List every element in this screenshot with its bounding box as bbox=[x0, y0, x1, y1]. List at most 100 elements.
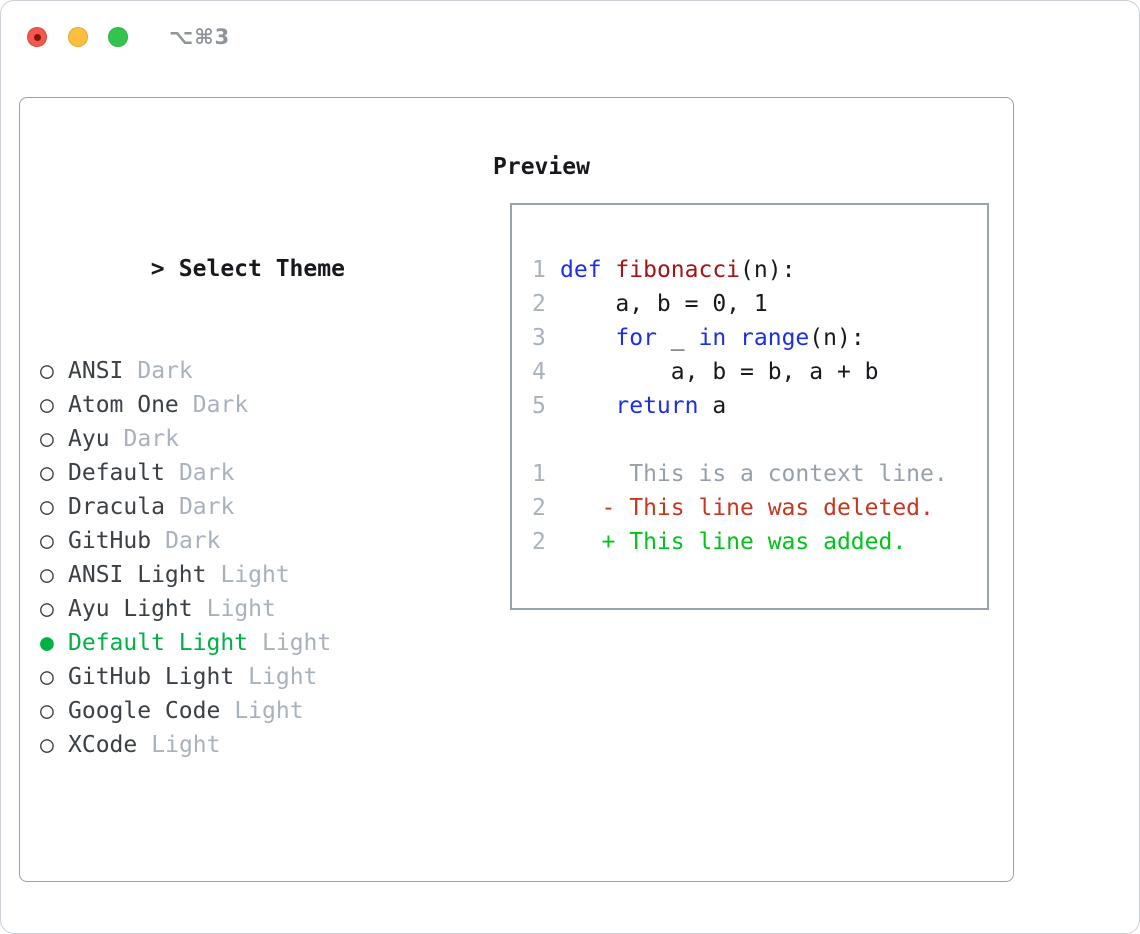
code-line: 2 a, b = 0, 1 bbox=[532, 287, 987, 321]
close-dot-icon bbox=[33, 33, 41, 41]
code-token bbox=[560, 393, 615, 419]
theme-variant-tag: Light bbox=[220, 562, 290, 588]
code-line: 3 for _ in range(n): bbox=[532, 321, 987, 355]
theme-name: ANSI Light bbox=[68, 562, 207, 588]
theme-option-default-light[interactable]: ● Default Light Light bbox=[40, 626, 428, 660]
theme-name: Ayu bbox=[68, 426, 110, 452]
theme-variant-tag: Light bbox=[234, 698, 304, 724]
radio-icon: ○ bbox=[40, 562, 54, 588]
theme-variant-tag: Dark bbox=[192, 392, 249, 418]
theme-name: ANSI bbox=[68, 358, 124, 384]
spacer bbox=[40, 864, 428, 898]
line-number: 3 bbox=[532, 325, 546, 351]
theme-variant-tag: Light bbox=[151, 732, 221, 758]
code-token: fibonacci bbox=[615, 257, 741, 283]
radio-icon: ○ bbox=[40, 494, 54, 520]
diff-line-added: 2 + This line was added. bbox=[532, 525, 987, 559]
line-number: 4 bbox=[532, 359, 546, 385]
theme-name: Ayu Light bbox=[68, 596, 193, 622]
code-token: range bbox=[740, 325, 810, 351]
radio-icon: ○ bbox=[40, 392, 54, 418]
theme-variant-tag: Light bbox=[248, 664, 318, 690]
code-token: (n): bbox=[809, 325, 865, 351]
theme-option-dracula[interactable]: ○ Dracula Dark bbox=[40, 490, 428, 524]
code-token: in bbox=[698, 325, 727, 351]
theme-name: Default Light bbox=[68, 630, 249, 656]
theme-option-atom-one[interactable]: ○ Atom One Dark bbox=[40, 388, 428, 422]
code-token bbox=[726, 325, 740, 351]
theme-name: GitHub bbox=[68, 528, 152, 554]
code-token: for bbox=[615, 325, 657, 351]
minimize-button[interactable] bbox=[68, 27, 88, 47]
close-button[interactable] bbox=[27, 27, 47, 47]
radio-icon: ○ bbox=[40, 460, 54, 486]
theme-option-github[interactable]: ○ GitHub Dark bbox=[40, 524, 428, 558]
diff-line-deleted: 2 - This line was deleted. bbox=[532, 491, 987, 525]
theme-option-default[interactable]: ○ Default Dark bbox=[40, 456, 428, 490]
title-bar: ⌥⌘3 bbox=[1, 1, 1139, 71]
preview-title: Preview bbox=[493, 154, 590, 180]
code-token: a, b = b, a + b bbox=[560, 359, 879, 385]
radio-selected-icon: ● bbox=[40, 630, 54, 656]
line-number: 2 bbox=[532, 529, 546, 555]
theme-option-ansi[interactable]: ○ ANSI Dark bbox=[40, 354, 428, 388]
code-line: 1 def fibonacci(n): bbox=[532, 253, 987, 287]
theme-variant-tag: Light bbox=[262, 630, 332, 656]
theme-variant-tag: Dark bbox=[137, 358, 193, 384]
radio-icon: ○ bbox=[40, 664, 54, 690]
code-line: 4 a, b = b, a + b bbox=[532, 355, 987, 389]
theme-option-github-light[interactable]: ○ GitHub Light Light bbox=[40, 660, 428, 694]
window-shortcut-label: ⌥⌘3 bbox=[169, 25, 231, 49]
theme-name: Atom One bbox=[68, 392, 179, 418]
code-token: _ bbox=[656, 325, 699, 351]
prompt-caret-icon: > bbox=[150, 256, 165, 282]
theme-variant-tag: Dark bbox=[178, 460, 235, 486]
zoom-button[interactable] bbox=[108, 27, 128, 47]
theme-name: Google Code bbox=[68, 698, 221, 724]
select-theme-title: Select Theme bbox=[178, 256, 345, 282]
line-number: 2 bbox=[532, 291, 546, 317]
theme-option-ayu-light[interactable]: ○ Ayu Light Light bbox=[40, 592, 428, 626]
code-line: 5 return a bbox=[532, 389, 987, 423]
radio-icon: ○ bbox=[40, 732, 54, 758]
diff-line-context: 1 This is a context line. bbox=[532, 457, 987, 491]
line-number: 5 bbox=[532, 393, 546, 419]
code-token: a bbox=[698, 393, 727, 419]
radio-icon: ○ bbox=[40, 426, 54, 452]
theme-option-xcode[interactable]: ○ XCode Light bbox=[40, 728, 428, 762]
theme-name: Default bbox=[68, 460, 165, 486]
line-number: 2 bbox=[532, 495, 546, 521]
theme-option-ansi-light[interactable]: ○ ANSI Light Light bbox=[40, 558, 428, 592]
code-token: return bbox=[615, 393, 699, 419]
radio-icon: ○ bbox=[40, 698, 54, 724]
theme-name: GitHub Light bbox=[68, 664, 235, 690]
theme-variant-tag: Light bbox=[206, 596, 276, 622]
radio-icon: ○ bbox=[40, 358, 54, 384]
radio-icon: ○ bbox=[40, 528, 54, 554]
code-token bbox=[560, 325, 615, 351]
code-token: (n): bbox=[740, 257, 796, 283]
line-number: 1 bbox=[532, 257, 546, 283]
line-number: 1 bbox=[532, 461, 546, 487]
radio-icon: ○ bbox=[40, 596, 54, 622]
blank-line bbox=[532, 423, 987, 457]
diff-text: This is a context line. bbox=[560, 461, 948, 487]
theme-variant-tag: Dark bbox=[178, 494, 235, 520]
diff-text: - This line was deleted. bbox=[560, 495, 934, 521]
theme-variant-tag: Dark bbox=[165, 528, 221, 554]
theme-name: Dracula bbox=[68, 494, 165, 520]
code-token: a, b = 0, 1 bbox=[560, 291, 768, 317]
theme-option-google-code[interactable]: ○ Google Code Light bbox=[40, 694, 428, 728]
theme-name: XCode bbox=[68, 732, 138, 758]
diff-text: + This line was added. bbox=[560, 529, 907, 555]
select-theme-header: > Select Theme bbox=[40, 218, 428, 282]
code-token: def bbox=[560, 257, 602, 283]
code-token bbox=[602, 257, 616, 283]
